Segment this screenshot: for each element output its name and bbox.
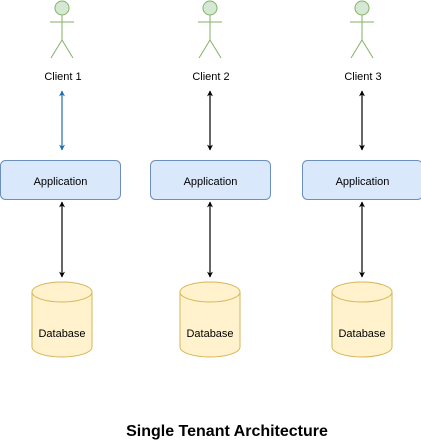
client-label: Client 2 xyxy=(192,71,229,83)
application-box xyxy=(150,160,271,200)
application-label: Application xyxy=(34,176,88,188)
application-label: Application xyxy=(184,176,238,188)
database-cylinder-icon xyxy=(331,281,393,358)
database-label: Database xyxy=(186,328,233,340)
database-label: Database xyxy=(338,328,385,340)
client-actor-icon xyxy=(50,0,74,59)
application-label: Application xyxy=(336,176,390,188)
client-label: Client 1 xyxy=(44,71,81,83)
client-actor-icon xyxy=(198,0,222,59)
diagram-title: Single Tenant Architecture xyxy=(126,423,328,440)
database-label: Database xyxy=(38,328,85,340)
database-cylinder-icon xyxy=(179,281,241,358)
client-label: Client 3 xyxy=(344,71,381,83)
application-box xyxy=(302,160,421,200)
client-actor-icon xyxy=(350,0,374,59)
database-cylinder-icon xyxy=(31,281,93,358)
application-box xyxy=(0,160,121,200)
